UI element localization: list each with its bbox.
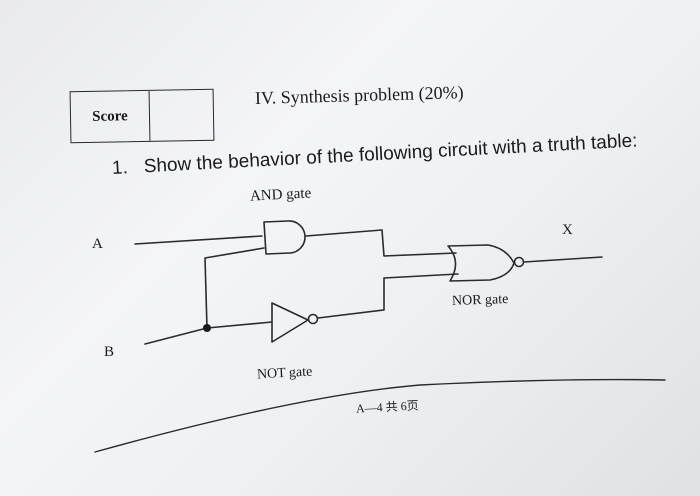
page-divider-line [94, 378, 666, 453]
and-gate-label: AND gate [249, 185, 312, 205]
page-reference: A—4 共 6页 [355, 398, 420, 416]
wire-not-to-nor [317, 273, 459, 319]
wire-a [134, 235, 263, 245]
not-gate-label: NOT gate [256, 364, 313, 383]
nor-gate-bubble [513, 256, 525, 268]
input-b-label: B [104, 344, 115, 360]
and-gate [263, 220, 306, 255]
nor-gate-label: NOR gate [451, 292, 509, 309]
nor-gate [447, 244, 515, 282]
input-a-label: A [92, 236, 103, 252]
junction-dot [203, 324, 211, 332]
wire-output [523, 256, 603, 263]
output-x-label: X [562, 222, 573, 238]
wire-and-to-nor [305, 229, 457, 257]
not-gate [271, 302, 309, 343]
wire-b-to-and [204, 247, 265, 329]
not-gate-bubble [307, 313, 319, 325]
